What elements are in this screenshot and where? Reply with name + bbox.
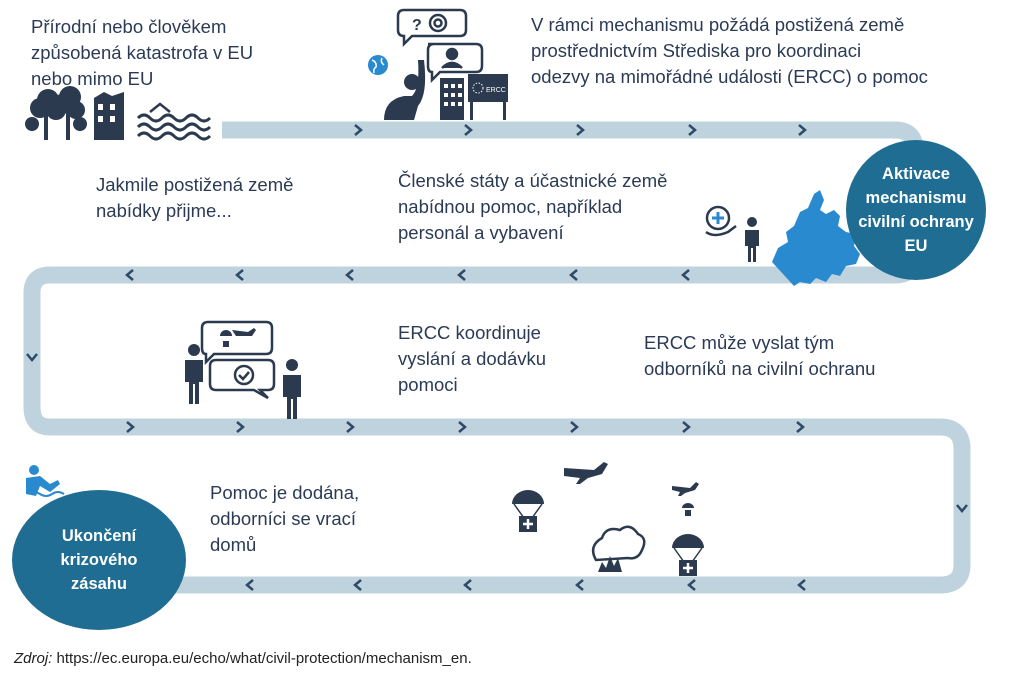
operator-bubble-icon — [426, 42, 484, 84]
question-bubble-icon: ? — [396, 8, 468, 48]
chevron-right-icon — [346, 421, 355, 433]
delivery-icons — [512, 462, 704, 576]
parachute-aid-2-icon — [672, 534, 704, 576]
chevron-right-icon — [570, 421, 579, 433]
person-left-icon — [185, 344, 203, 404]
chevron-right-icon — [126, 421, 135, 433]
svg-text:?: ? — [412, 17, 422, 34]
person-icon — [745, 217, 759, 262]
step-delivered-text: Pomoc je dodána, odborníci se vrací domů — [210, 482, 360, 555]
chevron-left-icon — [687, 579, 696, 591]
chevron-down-icon — [26, 353, 38, 362]
medical-aid-icon — [705, 205, 737, 237]
plane-bubble-icon — [200, 320, 274, 366]
disaster-icons — [25, 86, 212, 141]
person-raising-hand-icon — [384, 60, 426, 120]
chevron-left-icon — [575, 579, 584, 591]
chevron-right-icon — [796, 421, 805, 433]
globe-icon — [368, 55, 388, 75]
chevron-left-icon — [797, 579, 806, 591]
flood-waves-icon — [136, 102, 212, 141]
chevron-right-icon — [458, 421, 467, 433]
chevron-right-icon — [688, 124, 697, 136]
step-accept-text: Jakmile postižená země nabídky přijme... — [96, 174, 294, 221]
step-disaster-text: Přírodní nebo člověkem způsobená katastr… — [31, 16, 254, 89]
step-coordinate-text: ERCC koordinuje vyslání a dodávku pomoci — [398, 322, 547, 395]
ercc-sign-icon: ERCC — [468, 74, 508, 120]
parachute-aid-icon — [512, 490, 544, 532]
forest-icon — [25, 86, 87, 140]
person-right-icon — [283, 359, 301, 419]
chevron-right-icon — [798, 124, 807, 136]
end-circle: Ukončení krizového zásahu — [12, 490, 186, 630]
request-icons: ? ERCC — [368, 8, 508, 120]
chevron-right-icon — [354, 124, 363, 136]
swimmer-icon — [26, 465, 65, 497]
check-bubble-icon — [208, 358, 276, 400]
chevron-right-icon — [682, 421, 691, 433]
chevron-left-icon — [353, 579, 362, 591]
chevron-left-icon — [569, 269, 578, 281]
fire-smoke-icon — [591, 525, 646, 572]
chevron-right-icon — [236, 421, 245, 433]
plane-icon — [564, 462, 608, 484]
damaged-building-icon — [94, 92, 124, 140]
small-parachute-icon — [682, 503, 694, 516]
coordination-icons — [185, 320, 301, 419]
step-offers-text: Členské státy a účastnické země nabídnou… — [398, 170, 668, 243]
chevron-left-icon — [235, 269, 244, 281]
step-request-text: V rámci mechanismu požádá postižená země… — [531, 14, 928, 87]
chevron-left-icon — [125, 269, 134, 281]
source-note: Zdroj: https://ec.europa.eu/echo/what/ci… — [14, 650, 472, 667]
offers-icons — [705, 190, 860, 286]
chevron-left-icon — [345, 269, 354, 281]
step-experts-text: ERCC může vyslat tým odborníků na civiln… — [644, 332, 876, 379]
chevron-right-icon — [464, 124, 473, 136]
chevron-left-icon — [457, 269, 466, 281]
ercc-sign-label: ERCC — [486, 87, 506, 94]
source-label: Zdroj: — [14, 650, 53, 667]
europe-map-icon — [772, 190, 860, 286]
small-plane-icon — [672, 482, 699, 496]
building-icon — [440, 78, 464, 120]
source-url: https://ec.europa.eu/echo/what/civil-pro… — [56, 650, 472, 667]
activation-circle: Aktivace mechanismu civilní ochrany EU — [846, 140, 986, 280]
chevron-down-icon — [956, 504, 968, 513]
chevron-left-icon — [245, 579, 254, 591]
chevron-right-icon — [576, 124, 585, 136]
chevron-left-icon — [463, 579, 472, 591]
chevron-left-icon — [681, 269, 690, 281]
